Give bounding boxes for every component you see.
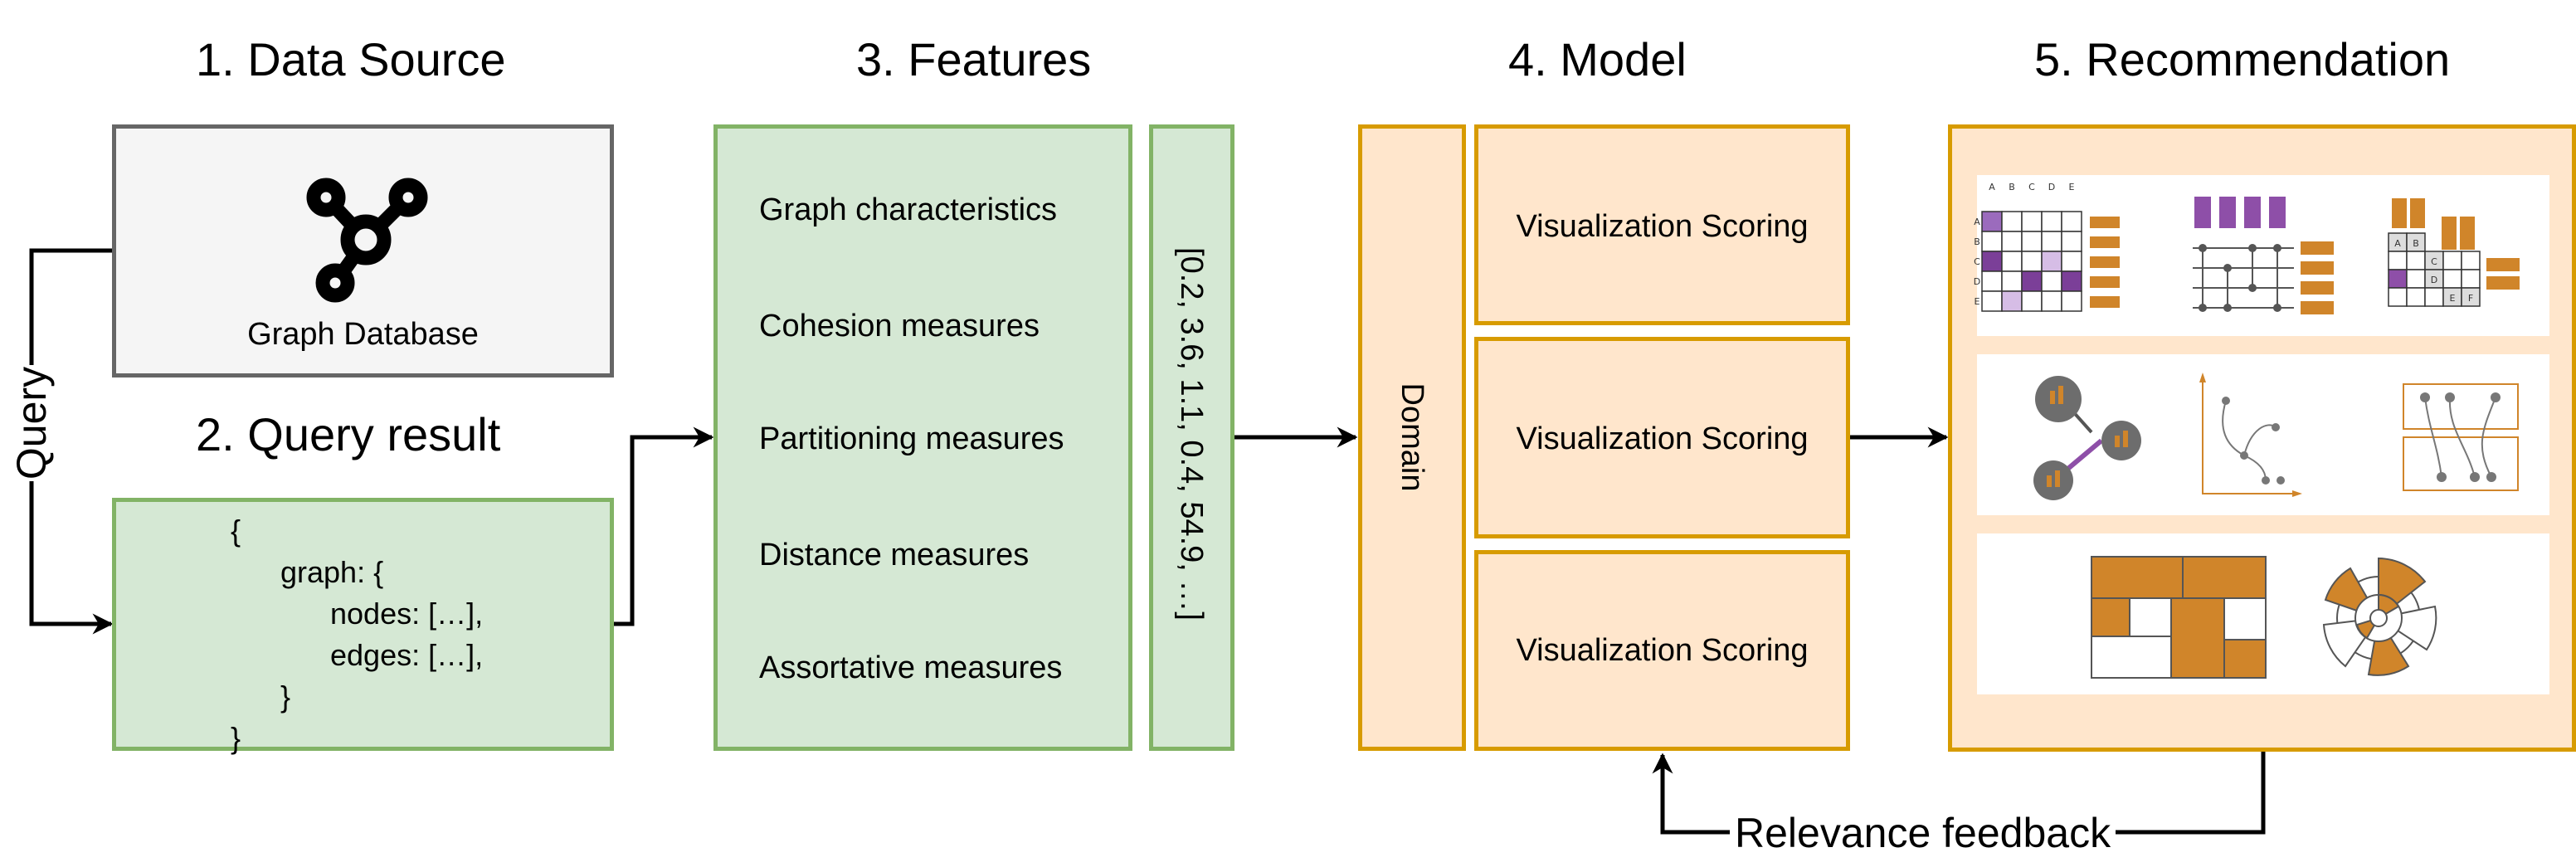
svg-text:A: A [1989,182,1995,192]
scoring-label-3: Visualization Scoring [1516,633,1809,668]
svg-text:C: C [2431,256,2437,267]
graph-network-icon [306,178,428,303]
code-line-6: } [231,721,241,755]
svg-text:C: C [2028,182,2035,192]
feature-cohesion-measures: Cohesion measures [759,309,1040,343]
title-data-source: 1. Data Source [196,33,506,85]
feature-vector-text: [0.2, 3.6, 1.1, 0.4, 54.9, …] [1174,247,1209,621]
title-recommendation: 5. Recommendation [2034,33,2451,85]
result-to-features-arrow [614,426,714,626]
hybrid-matrix-thumbnail: A B C D E F [2388,198,2520,307]
sunburst-thumbnail [2322,557,2437,676]
recommendation-box: A B C D E A B C D E [1948,124,2576,752]
graph-database-box: Graph Database [112,124,614,377]
svg-text:E: E [2069,182,2075,192]
svg-text:D: D [2048,182,2055,192]
domain-box: Domain [1358,124,1466,751]
feature-distance-measures: Distance measures [759,538,1030,572]
recommendation-panel-1: A B C D E A B C D E [1974,175,2549,336]
feature-assortative-measures: Assortative measures [759,650,1063,685]
code-line-3: nodes: […], [330,597,484,631]
code-line-4: edges: […], [330,638,484,672]
svg-text:B: B [2009,182,2015,192]
query-result-box: { graph: { nodes: […], edges: […], } } [112,498,614,755]
scoring-box-3: Visualization Scoring [1474,550,1850,751]
svg-text:B: B [2413,238,2419,249]
svg-text:A: A [2394,238,2401,249]
scoring-box-1: Visualization Scoring [1474,124,1850,325]
hierarchy-thumbnails [2091,556,2437,679]
scoring-label-2: Visualization Scoring [1516,421,1809,456]
svg-text:D: D [2431,275,2437,285]
biofabric-thumbnail [2193,197,2334,314]
title-model: 4. Model [1508,33,1687,85]
treemap-thumbnail [2091,556,2267,679]
matrix-thumbnails: A B C D E A B C D E [1974,182,2520,314]
svg-text:A: A [1974,217,1980,227]
svg-text:C: C [1974,256,1980,267]
query-label: Query [8,365,55,481]
scoring-label-1: Visualization Scoring [1516,209,1809,244]
code-line-1: { [231,514,241,548]
features-box: Graph characteristics Cohesion measures … [713,124,1132,751]
grouped-graph-thumbnail [2403,383,2519,491]
recommendation-panel-3 [1977,533,2549,694]
scoring-box-2: Visualization Scoring [1474,337,1850,538]
svg-text:F: F [2468,293,2473,304]
graph-database-label: Graph Database [247,317,479,352]
title-query-result: 2. Query result [196,408,501,460]
domain-label: Domain [1395,382,1429,492]
arc-diagram-thumbnail [2199,373,2302,497]
recommendation-panel-2 [1977,354,2549,515]
node-link-thumbnail [2033,376,2141,500]
title-features: 3. Features [856,33,1092,85]
feature-graph-characteristics: Graph characteristics [759,192,1058,227]
svg-text:D: D [1974,276,1980,287]
relevance-feedback-label: Relevance feedback [1730,809,2116,857]
code-line-5: } [280,679,291,714]
node-link-thumbnails [2033,373,2519,500]
feature-vector-box: [0.2, 3.6, 1.1, 0.4, 54.9, …] [1149,124,1234,751]
svg-text:E: E [2450,293,2456,304]
code-line-2: graph: { [280,555,384,589]
adjacency-matrix-thumbnail: A B C D E A B C D E [1974,182,2120,312]
svg-text:B: B [1974,236,1980,247]
svg-text:E: E [1975,296,1980,307]
feature-partitioning-measures: Partitioning measures [759,421,1064,456]
